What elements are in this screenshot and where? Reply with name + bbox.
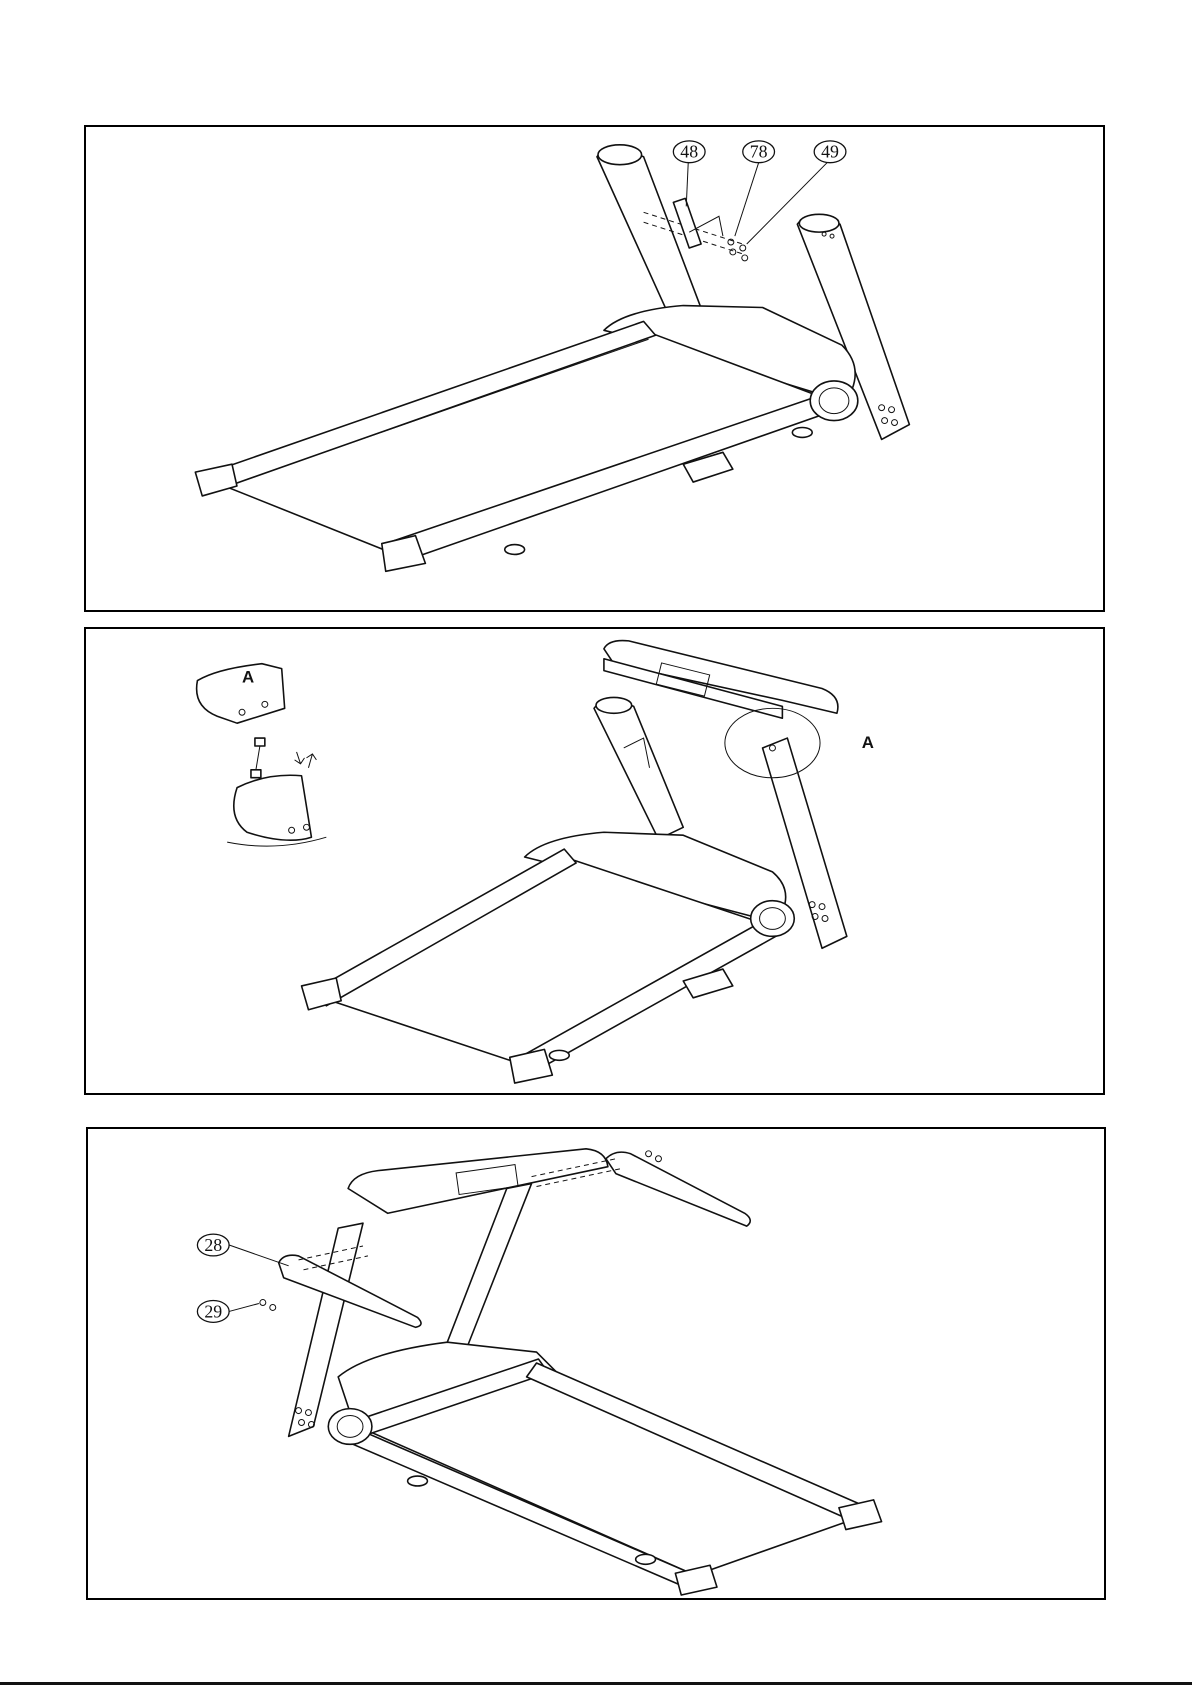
step-1-panel: 48 78 49: [84, 125, 1105, 612]
step-2-panel: A A: [84, 627, 1105, 1095]
callout-48: 48: [673, 141, 705, 163]
svg-text:29: 29: [204, 1301, 222, 1321]
svg-text:48: 48: [680, 142, 698, 162]
callout-49: 49: [814, 141, 846, 163]
svg-text:78: 78: [750, 142, 768, 162]
callout-78: 78: [743, 141, 775, 163]
callout-29: 29: [197, 1301, 229, 1323]
callout-28: 28: [197, 1234, 229, 1256]
console-mounting-diagram: A A: [86, 629, 1103, 1093]
handrail-assembly-diagram: 28 29: [88, 1129, 1104, 1598]
detail-a-label-left: A: [242, 668, 254, 687]
svg-text:49: 49: [821, 142, 839, 162]
detail-a-label-right: A: [862, 733, 874, 752]
svg-text:28: 28: [204, 1235, 222, 1255]
treadmill-uprights-diagram: 48 78 49: [86, 127, 1103, 610]
step-3-panel: 28 29: [86, 1127, 1106, 1600]
